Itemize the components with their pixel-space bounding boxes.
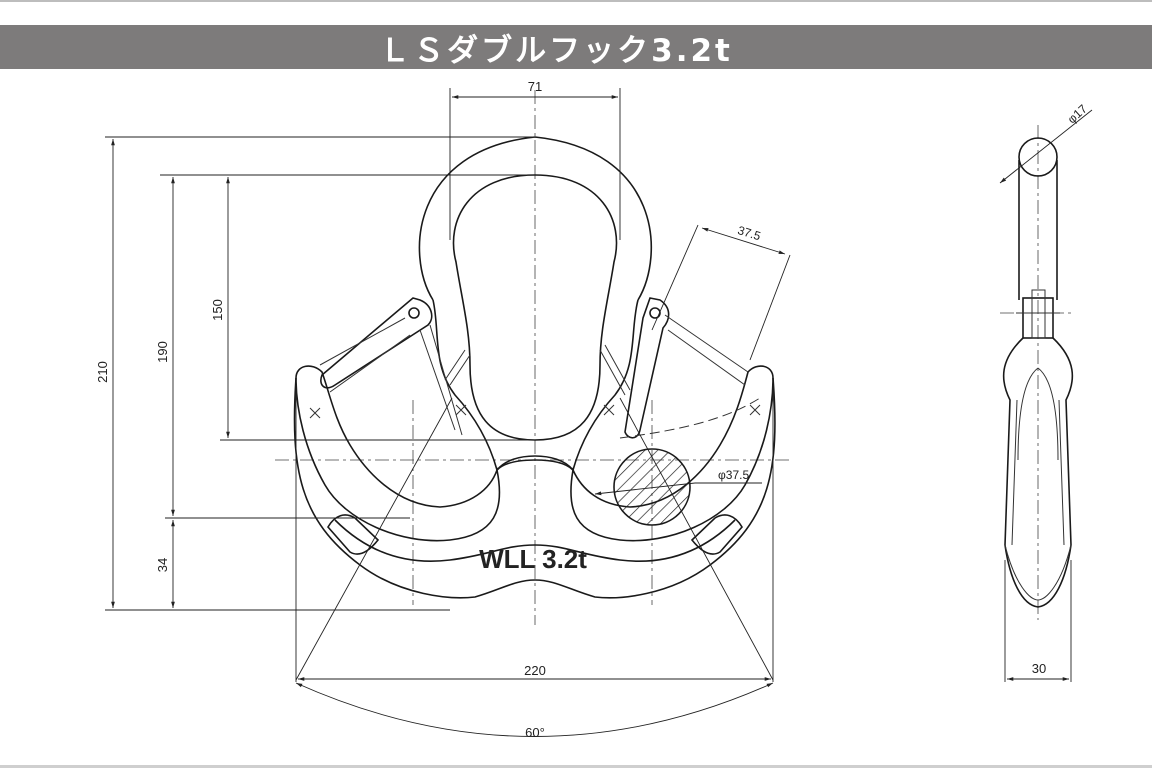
angle-arc [295,682,774,737]
top-rule [0,0,1152,2]
dim-30: 30 [1032,661,1046,676]
title-bar: ＬＳダブルフック3.2t [0,25,1152,69]
dim-210: 210 [95,361,110,383]
load-section-circle [613,448,691,526]
right-slot [690,514,743,555]
dim-190: 190 [155,341,170,363]
dim-220: 220 [524,663,546,678]
dim-37-5: 37.5 [736,223,763,243]
crotch-curve [496,459,574,471]
bottom-rule [0,765,1152,768]
right-lobe [570,365,774,542]
dim-71: 71 [528,79,542,94]
left-latch [319,297,471,436]
front-view: 60° WLL 3.2t [275,90,790,740]
lower-body-inner [334,519,736,563]
dim-150: 150 [210,299,225,321]
dim-dia-37-5: φ37.5 [718,468,749,482]
dim-dia-17: φ17 [1065,102,1090,127]
dim-angle-60: 60° [525,725,545,740]
right-latch [599,297,761,439]
hook-body-outline [432,299,639,472]
angle-line-left [295,397,453,681]
side-eye [1018,137,1058,177]
dimension-lines: 71 210 190 150 34 220 37.5 φ37.5 [95,79,791,682]
rivet-marks [309,404,761,419]
left-lobe [295,365,501,542]
side-body [1002,337,1074,608]
dim-34: 34 [155,558,170,572]
angle-line-right [619,397,774,681]
lower-body [293,377,776,599]
page-title: ＬＳダブルフック3.2t [379,32,733,69]
side-view: φ17 30 [999,102,1093,682]
wll-marking: WLL 3.2t [479,544,587,574]
